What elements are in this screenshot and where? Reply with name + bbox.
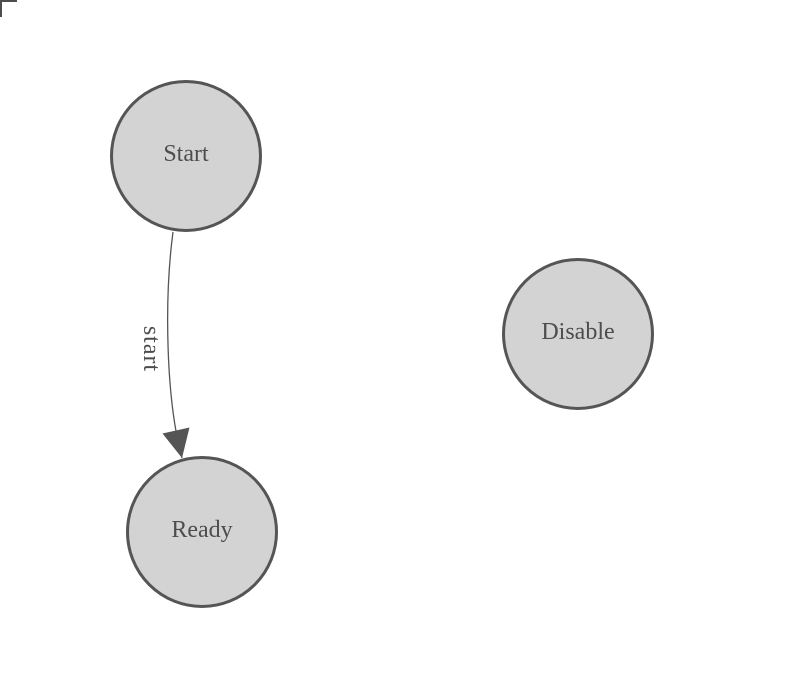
node-disable-label: Disable	[541, 319, 614, 345]
node-ready-label: Ready	[171, 517, 232, 543]
node-disable[interactable]: Disable	[502, 258, 654, 410]
canvas-corner-mark	[0, 0, 17, 17]
node-start[interactable]: Start	[110, 80, 262, 232]
node-start-label: Start	[163, 141, 209, 167]
edge-start-to-ready[interactable]: start	[138, 231, 190, 459]
arrowhead-icon	[162, 427, 190, 458]
edge-path[interactable]	[167, 231, 183, 459]
node-ready[interactable]: Ready	[126, 456, 278, 608]
node-disable-circle[interactable]	[502, 258, 654, 410]
edge-label: start	[138, 326, 164, 372]
node-start-circle[interactable]	[110, 80, 262, 232]
node-ready-circle[interactable]	[126, 456, 278, 608]
